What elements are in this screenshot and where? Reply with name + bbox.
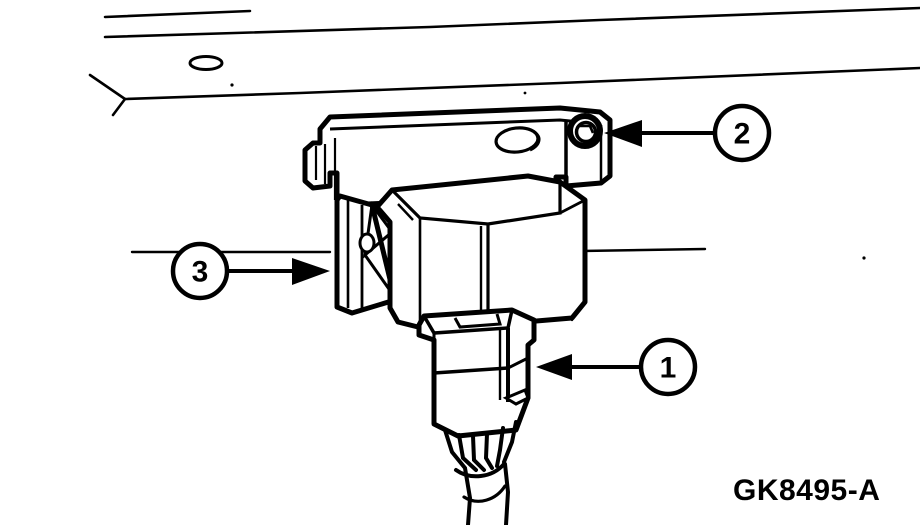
callout-1-arrowhead [536,354,572,380]
callout-3-circle[interactable] [170,241,230,301]
wire-strand-2 [457,433,478,472]
callout-2-circle[interactable] [712,103,772,163]
connector-step-chamfer [507,356,529,370]
background-panel [88,6,920,322]
harness-right-edge [503,462,511,525]
wire-strand-1 [443,428,473,525]
panel-line-top-long [103,6,920,39]
panel-line-middle [123,66,920,101]
connector-latch-tab [453,313,502,329]
callout-2[interactable]: 2 [604,103,772,163]
panel-speck-center [523,91,527,95]
callout-1-circle[interactable] [638,337,698,397]
part-code-label: GK8495-A [733,474,880,507]
panel-corner-upper-diagonal [88,73,127,101]
gusset-hole [358,232,376,254]
electrical-connector [416,307,537,439]
wire-harness [443,420,518,525]
callout-1[interactable]: 1 [536,337,698,397]
sensor-left-chamfer-inner [397,203,414,221]
callout-3-arrowhead [292,258,330,285]
connector-bottom-tab [502,388,530,406]
bracket-oval-slot-shadow [529,130,541,152]
wire-strand-5 [495,426,505,468]
gusset-left-edge-detail [336,194,350,308]
harness-wrap-bottom [462,484,507,503]
bracket-gusset [334,193,398,316]
panel-line-top-short [103,9,252,19]
bracket-oval-slot [494,126,541,154]
mounting-bolt [567,113,603,149]
callout-2-number: 2 [734,118,751,151]
wire-strand-6 [502,420,518,464]
callout-3[interactable]: 3 [170,241,330,301]
wire-strand-3 [471,434,486,472]
callout-2-arrowhead [604,120,642,147]
panel-drain-hole [188,55,224,71]
panel-corner-lower-diagonal [111,97,127,117]
connector-step-line [433,366,509,375]
wire-strand-4 [483,432,494,470]
sensor-right-chamfer [559,198,586,215]
bolt-head-facet [580,124,595,134]
gusset-triangle-detail [362,201,395,259]
panel-line-right-mid [579,247,707,253]
connector-top-facet [422,309,514,335]
panel-speck-right [862,256,866,260]
panel-speck-left [230,83,234,87]
callout-1-number: 1 [660,352,677,385]
sensor-body [374,173,588,333]
harness-wrap-top [454,462,506,479]
callout-3-number: 3 [192,256,209,289]
